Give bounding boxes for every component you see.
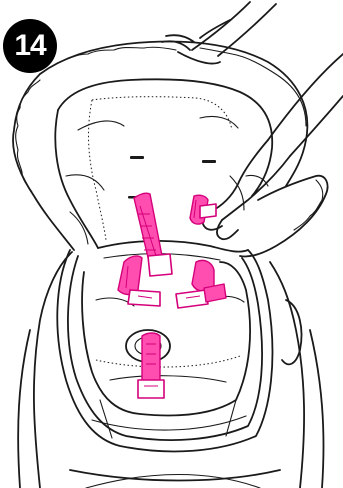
harness-slot-left <box>130 156 144 159</box>
strap-adjuster-icon <box>200 204 216 218</box>
seat-shell <box>57 250 272 451</box>
hand-icon <box>162 2 276 64</box>
crotch-buckle-icon <box>138 380 164 398</box>
harness-slot-right <box>202 160 216 163</box>
harness-crotch-strap <box>138 333 164 398</box>
step-number-badge: 14 <box>3 19 57 73</box>
step-number: 14 <box>14 29 45 63</box>
buckle-tongue-icon <box>128 290 160 306</box>
strap-adjuster-icon <box>148 254 172 276</box>
buckle-tongue-icon <box>176 290 208 308</box>
seat-backrest <box>13 42 307 260</box>
harness-strap-right-upper <box>190 195 216 224</box>
harness-strap-right-lower <box>176 260 226 308</box>
side-bolster <box>240 176 328 257</box>
seat-pad <box>82 262 250 415</box>
